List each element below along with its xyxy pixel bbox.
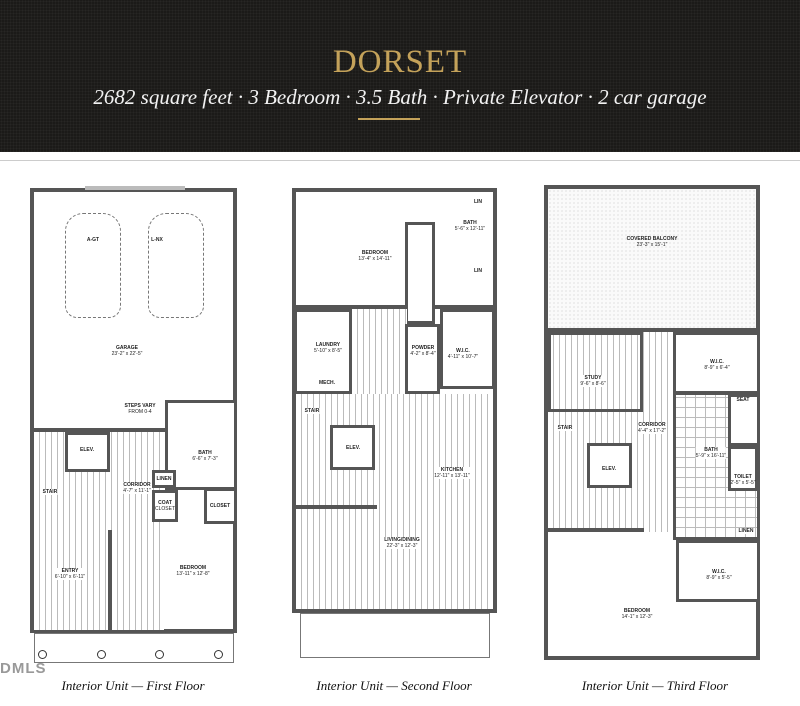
gold-divider bbox=[358, 118, 420, 120]
laundry-room bbox=[294, 309, 352, 394]
toilet-room bbox=[728, 446, 758, 491]
plan-title: DORSET bbox=[332, 44, 468, 80]
header-banner bbox=[0, 0, 800, 152]
room-label: LINEN bbox=[156, 476, 172, 482]
study-room bbox=[548, 332, 643, 412]
wall bbox=[544, 528, 644, 532]
elevator-shaft bbox=[330, 425, 375, 470]
room-label: MECH. bbox=[318, 380, 336, 386]
third-floor-caption: Interior Unit — Third Floor bbox=[581, 678, 729, 693]
room-label: CLOSET bbox=[209, 503, 231, 509]
coat-closet bbox=[152, 490, 178, 522]
room-label: LIN bbox=[473, 268, 483, 274]
second-floor-caption: Interior Unit — Second Floor bbox=[316, 678, 472, 693]
room-label: SEAT bbox=[736, 397, 750, 403]
wood-floor bbox=[296, 394, 493, 609]
linen-closet bbox=[152, 470, 176, 488]
shower bbox=[405, 222, 435, 324]
powder-room bbox=[405, 324, 440, 394]
bath-room bbox=[165, 400, 237, 490]
room-label-wic: W.I.C.8'-9" x 5'-5" bbox=[706, 569, 732, 581]
room-label-stair: STAIR bbox=[304, 408, 320, 414]
wall bbox=[292, 505, 377, 509]
room-label-elevator: ELEV. bbox=[80, 447, 94, 453]
room-label-wic: W.I.C.8'-9" x 6'-4" bbox=[704, 359, 730, 371]
divider bbox=[0, 160, 800, 161]
wall bbox=[108, 530, 112, 633]
closet bbox=[204, 488, 237, 524]
garage-door bbox=[85, 186, 185, 190]
room-label-elevator: ELEV. bbox=[346, 445, 360, 451]
wall bbox=[292, 305, 497, 309]
elevator-shaft bbox=[65, 432, 110, 472]
walk-in-closet bbox=[676, 540, 760, 602]
wood-floor bbox=[352, 309, 407, 404]
walk-in-closet bbox=[440, 309, 495, 389]
room-label-stair: STAIR bbox=[42, 489, 58, 495]
mls-watermark: DMLS bbox=[0, 660, 47, 677]
wall bbox=[30, 428, 170, 432]
plan-subtitle: 2682 square feet · 3 Bedroom · 3.5 Bath … bbox=[93, 85, 707, 109]
room-label: A-GT bbox=[86, 237, 100, 243]
car-outline bbox=[148, 213, 204, 318]
porch bbox=[34, 633, 234, 663]
elevator-shaft bbox=[587, 443, 632, 488]
room-label-wic: W.I.C.4'-11" x 10'-7" bbox=[447, 348, 479, 360]
car-outline bbox=[65, 213, 121, 318]
room-label-stair: STAIR bbox=[557, 425, 573, 431]
first-floor-caption: Interior Unit — First Floor bbox=[61, 678, 205, 693]
balcony bbox=[300, 613, 490, 658]
room-label-elevator: ELEV. bbox=[602, 466, 616, 472]
room-label: L-NX bbox=[151, 237, 163, 243]
room-label: LIN bbox=[473, 199, 483, 205]
wall bbox=[544, 328, 760, 332]
room-label: LINEN bbox=[738, 528, 754, 534]
